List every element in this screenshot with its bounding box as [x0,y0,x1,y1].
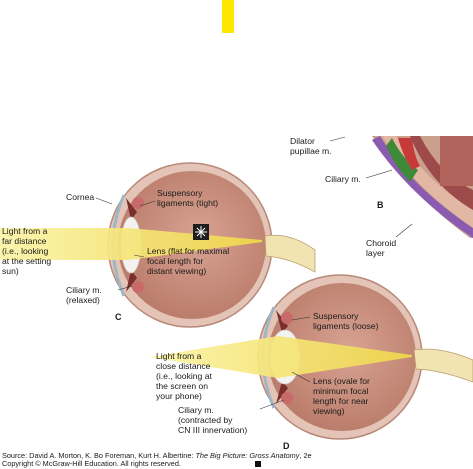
lens-ovale-label: Lens (ovale for minimum focal length for… [313,376,370,416]
eye-d-ciliary-bottom [281,392,293,404]
credit-copyright: Copyright © McGraw-Hill Education. All r… [2,459,181,469]
panel-b-inset [329,136,473,238]
suspensory-tight-leader [139,200,156,207]
eye-c-ciliary-top [132,197,144,209]
panel-b-iris-red [398,138,420,170]
credit-book-title: The Big Picture: Gross Anatomy [195,451,300,460]
lens-flat-leader [133,254,145,258]
credit-prefix: Source: David A. Morton, K. Bo Foreman, … [2,451,196,460]
choroid-leader [395,223,413,238]
panel-d-letter: D [283,441,290,451]
light-far-label: Light from a far distance (i.e., looking… [2,226,52,276]
page-marker [255,461,261,467]
eye-near-vision [150,274,473,440]
dilator-label: Dilator pupillae m. [290,136,332,156]
eye-c-optic-nerve [264,234,316,273]
ciliary-contracted-leader [259,399,285,410]
choroid-label: Choroid layer [366,238,397,258]
highlight-tab [222,0,234,33]
light-beam-near [150,336,412,378]
eye-d-iris-top [276,310,288,333]
eye-d-ciliary-top [281,312,293,324]
panel-c-letter: C [115,312,122,322]
ciliary-b-label: Ciliary m. [325,174,361,184]
ciliary-b-leader [365,169,393,179]
eye-d-iris-bottom [276,381,288,404]
eye-c-ciliary-bottom [132,281,144,293]
panel-b-inner [440,136,473,186]
suspensory-tight-label: Suspensory ligaments (tight) [157,188,219,208]
eye-far-vision [0,162,316,328]
ciliary-relaxed-leader [117,285,133,291]
panel-b-letter: B [377,200,384,210]
suspensory-loose-leader [291,316,311,321]
ciliary-relaxed-label: Ciliary m. (relaxed) [66,285,102,305]
suspensory-loose-label: Suspensory ligaments (loose) [313,311,379,331]
panel-b-ciliary-body [386,138,418,182]
eye-d-optic-nerve [413,348,473,383]
lens-flat-label: Lens (flat for maximal focal length for … [147,246,230,276]
source-credit: Source: David A. Morton, K. Bo Foreman, … [2,451,312,469]
eye-c-iris-top [126,198,137,220]
sun-rays [195,226,207,238]
lens-ovale-leader [291,371,311,383]
cornea-label: Cornea [66,192,95,202]
credit-suffix: , 2e [299,451,312,460]
ciliary-contracted-label: Ciliary m. (contracted by CN III innerva… [178,405,248,435]
cornea-leader [95,197,113,205]
eye-c-iris-bottom [126,270,137,292]
dilator-leader [329,136,346,142]
light-close-label: Light from a close distance (i.e., looki… [156,351,212,401]
